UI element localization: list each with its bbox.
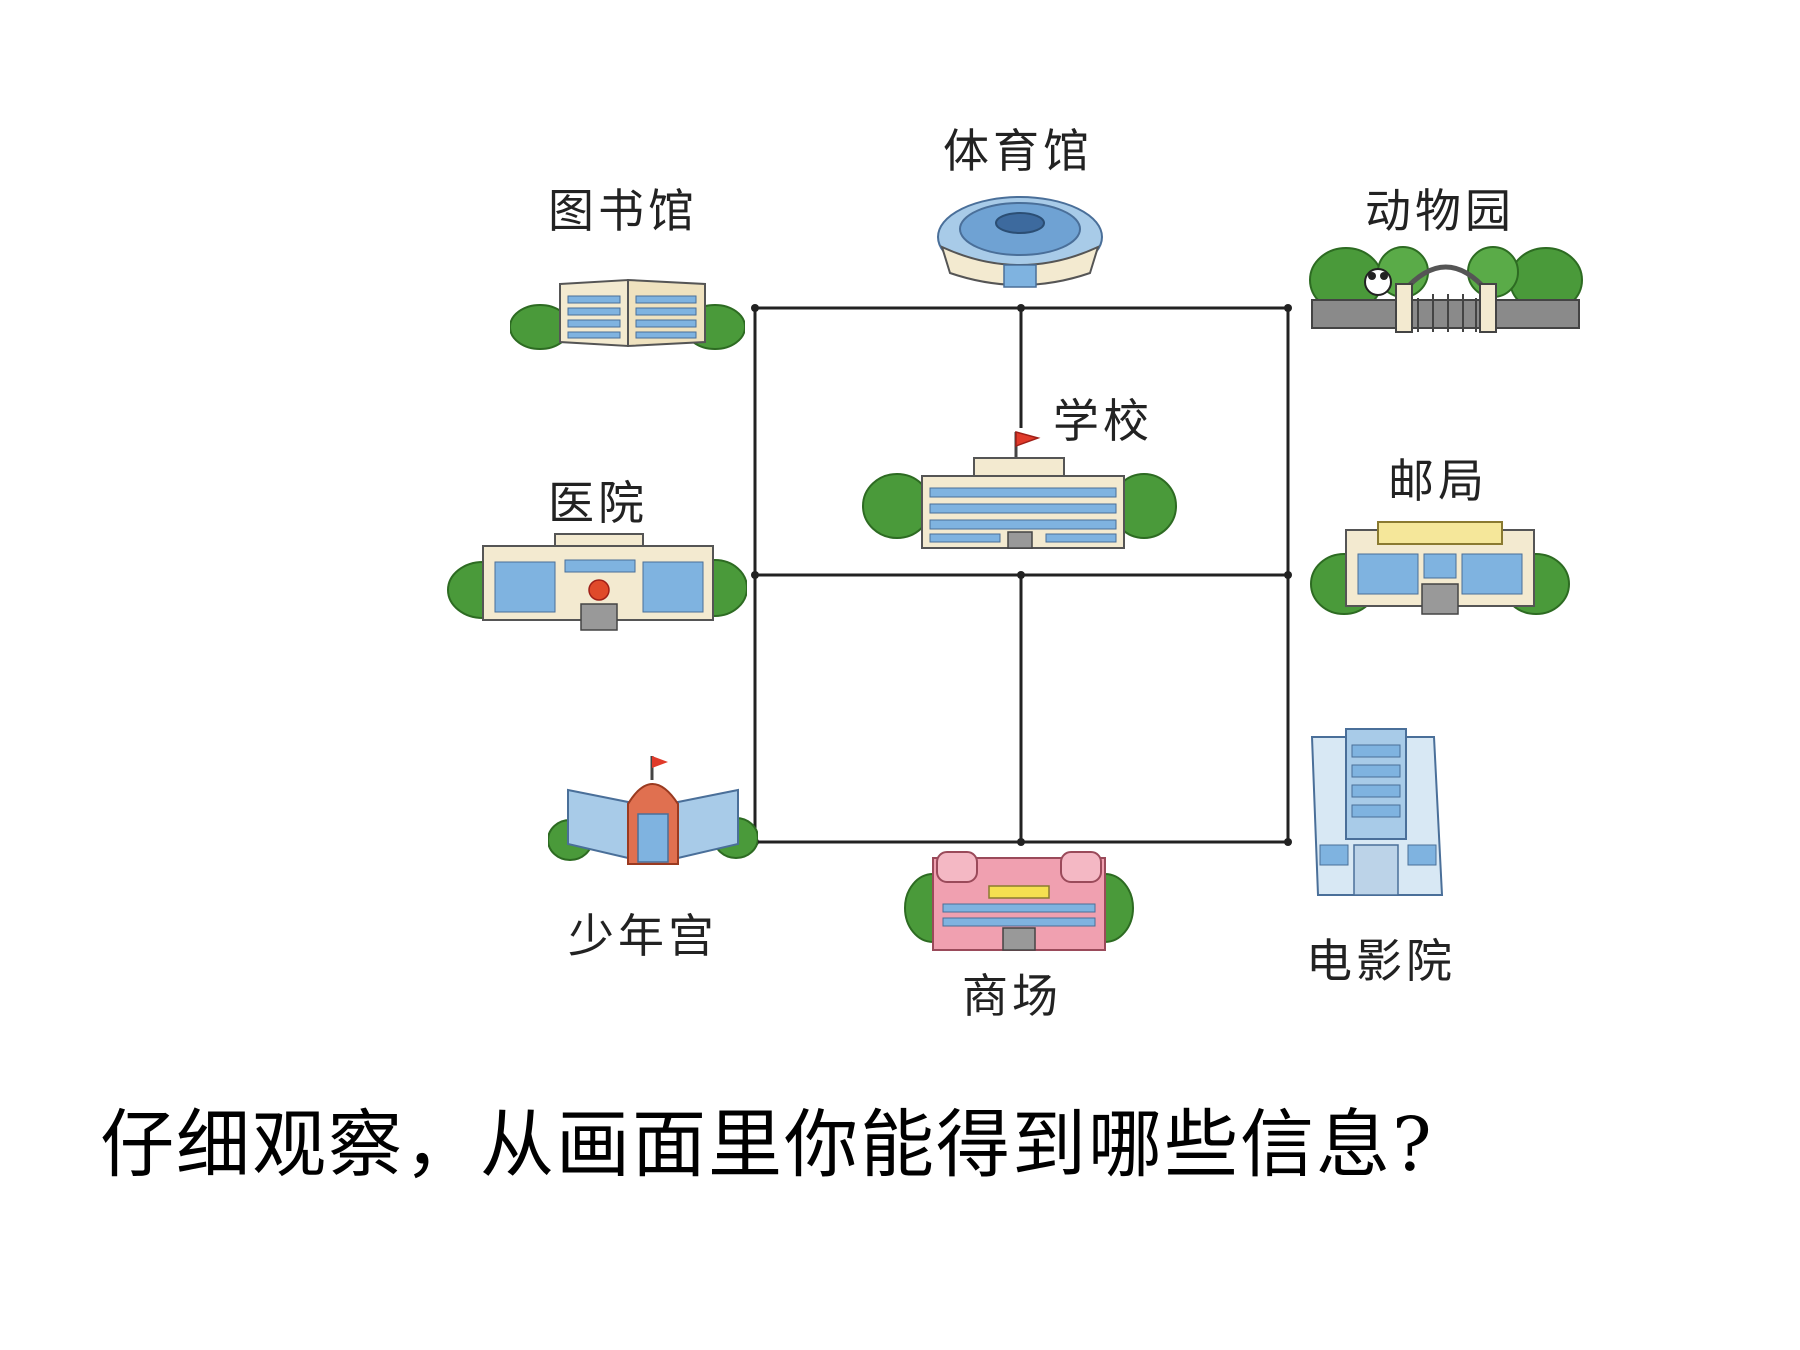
grid-node [1284,838,1292,846]
post-office-building-icon [1310,521,1570,615]
question-text: 仔细观察，从画面里你能得到哪些信息? [100,1102,1434,1188]
hospital-building-icon [447,533,747,631]
cinema-building-icon [1310,728,1444,896]
grid-node [1284,304,1292,312]
gym-label: 体育馆 [943,124,1093,178]
zoo-label: 动物园 [1365,184,1515,238]
mall-building-icon [904,851,1134,951]
library-building-icon [510,278,745,350]
youth-palace-building-icon [548,756,758,865]
post-office-label: 邮局 [1388,454,1488,508]
cinema-label: 电影院 [1306,934,1456,988]
grid-node [1017,304,1025,312]
youth-palace-label: 少年宫 [568,909,718,963]
grid-node [751,571,759,579]
mall-label: 商场 [962,969,1062,1023]
hospital-label: 医院 [548,476,648,530]
library-label: 图书馆 [548,184,698,238]
grid-node [1284,571,1292,579]
school-label: 学校 [1053,394,1153,448]
grid-node [1017,838,1025,846]
grid-node [751,304,759,312]
gym-building-icon [937,196,1103,288]
zoo-gate-icon [1309,246,1583,333]
school-building-icon [862,431,1177,549]
grid-node [1017,571,1025,579]
